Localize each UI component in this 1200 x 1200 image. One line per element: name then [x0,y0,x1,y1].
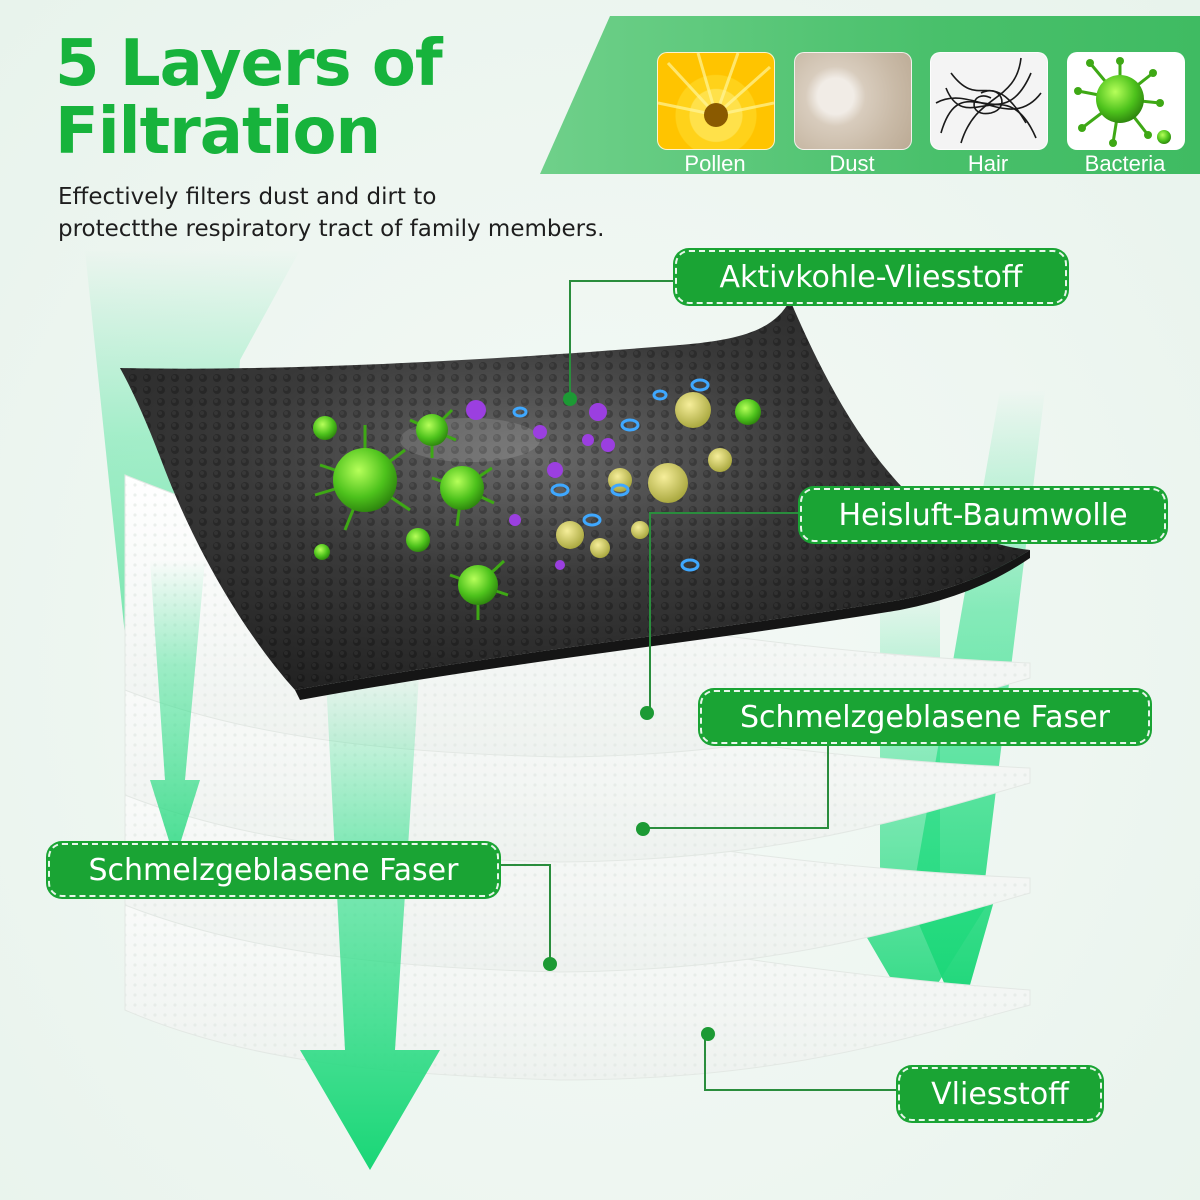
airflow-arrows-front [150,560,440,1170]
label-layer-5-nonwoven: Vliesstoff [898,1067,1102,1121]
subtitle-line-2: protectthe respiratory tract of family m… [58,216,605,242]
hair-label: Hair [967,151,1009,176]
label-layer-1-activated-carbon: Aktivkohle-Vliesstoff [675,250,1067,304]
trapped-microbes [313,378,761,620]
dust-label: Dust [829,151,875,176]
title-line-2: Filtration [55,95,381,169]
subtitle-line-1: Effectively filters dust and dirt to [58,184,437,210]
label-connectors [495,280,898,1091]
carbon-filter-sheet [120,300,1030,700]
connector-dots [543,392,715,1041]
page-title: 5 Layers of Filtration [55,27,443,169]
title-line-1: 5 Layers of [55,27,443,101]
bacteria-virus-icon [1067,52,1185,150]
hair-strands-photo [930,52,1048,150]
dust-cloud-photo [794,52,912,150]
pollen-label: Pollen [684,151,746,176]
label-layer-3-meltblown-fiber: Schmelzgeblasene Faser [700,690,1150,744]
label-layer-4-meltblown-fiber: Schmelzgeblasene Faser [48,843,499,897]
pollen-flower-photo [657,52,775,150]
label-layer-2-hot-air-cotton: Heisluft-Baumwolle [800,488,1166,542]
bacteria-label: Bacteria [1084,151,1166,176]
subtitle: Effectively filters dust and dirt to pro… [58,181,698,245]
particle-banner: Pollen Dust Hair [540,16,1200,174]
